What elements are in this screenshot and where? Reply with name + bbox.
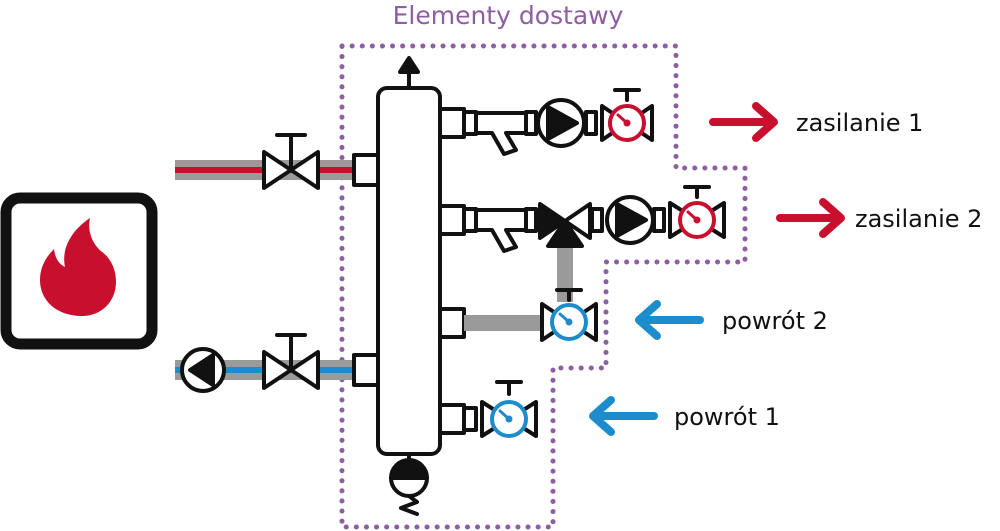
- label-return-2: powrót 2: [722, 307, 828, 335]
- thermometer-valve-icon: [540, 288, 598, 342]
- separator-inlet-stub: [352, 153, 380, 187]
- delivery-scope-boundary: [339, 43, 748, 530]
- circuit-return-2: [464, 288, 598, 342]
- flame-icon: [40, 218, 116, 316]
- arrow-right-icon: [776, 198, 845, 238]
- bypass-pipe: [557, 240, 573, 302]
- return-2-pipe: [464, 315, 544, 331]
- shutoff-valve-icon: [262, 333, 320, 390]
- pump-icon: [605, 195, 655, 245]
- boiler: [0, 192, 158, 350]
- separator-stub-return-2: [438, 307, 466, 339]
- circuit-return-1: [462, 380, 538, 438]
- separator-stub-supply-1: [438, 107, 466, 139]
- thermometer-valve-icon: [480, 380, 538, 438]
- label-supply-1: zasilanie 1: [796, 109, 923, 137]
- flow-supply-1: zasilanie 1: [709, 102, 923, 142]
- label-supply-2: zasilanie 2: [855, 205, 982, 233]
- label-return-1: powrót 1: [674, 403, 780, 431]
- flow-supply-2: zasilanie 2: [776, 198, 982, 238]
- flow-return-2: powrót 2: [635, 300, 828, 340]
- circuit-supply-2: [462, 185, 726, 302]
- diagram-title: Elementy dostawy: [393, 1, 624, 30]
- arrow-right-icon: [709, 102, 778, 142]
- three-way-mixing-valve-icon: [538, 202, 592, 248]
- pump-icon: [536, 98, 586, 148]
- separator-stub-supply-2: [438, 204, 466, 236]
- flow-return-1: powrót 1: [589, 396, 780, 436]
- strainer-icon: [474, 111, 528, 156]
- shutoff-valve-icon: [262, 133, 320, 190]
- separator-stub-return-1: [438, 403, 466, 435]
- hydraulic-separator: [376, 86, 442, 456]
- thermometer-valve-icon: [600, 88, 654, 142]
- arrow-left-icon: [635, 300, 704, 340]
- air-vent-icon: [398, 56, 420, 90]
- separator-outlet-stub: [352, 353, 380, 387]
- strainer-icon: [474, 208, 528, 253]
- arrow-left-icon: [589, 396, 658, 436]
- circuit-supply-1: [462, 88, 654, 156]
- drain-valve-icon: [389, 452, 429, 516]
- pump-icon: [180, 347, 226, 393]
- thermometer-valve-icon: [668, 185, 726, 239]
